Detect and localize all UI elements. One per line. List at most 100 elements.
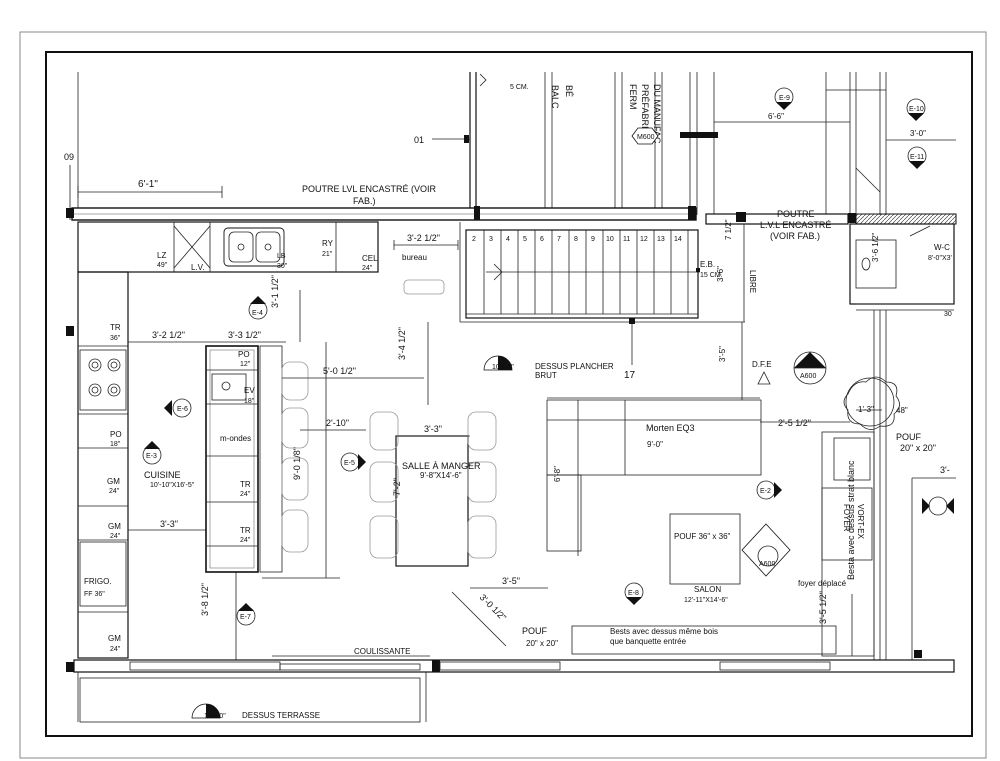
stair-step-11: 11 xyxy=(623,236,630,243)
dfe-label: D.F.E xyxy=(752,360,772,369)
double-sink xyxy=(223,227,285,267)
fridge xyxy=(79,541,127,607)
stair-step-9: 9 xyxy=(591,236,595,243)
beam-right-line2: L.V.L ENCASTRÉ xyxy=(760,220,831,230)
besta-right-label: Besta avec dessus strat blanc xyxy=(846,460,856,580)
bottom-wall: COULISSANTE 100'-0" DESSUS TERRASSE xyxy=(66,647,955,723)
truss-label-1: FERM xyxy=(628,84,638,110)
elevation-tag-e11: E-11 xyxy=(907,146,927,169)
stair-step-14: 14 xyxy=(674,236,682,243)
kitchen-island: PO 12" EV 18" m-ondes TR 24" TR 24" 5'-0… xyxy=(205,342,424,579)
dessus-label-2: BRUT xyxy=(535,371,557,380)
section-a600-tag: A600 xyxy=(800,373,816,380)
beam-wall: POUTRE L.V.L ENCASTRÉ (VOIR FAB.) xyxy=(66,206,957,241)
dim-3-3: 3'-3" xyxy=(424,424,442,434)
wc-room: W-C 8'-0"X3' 3'-6 1/2" 30 xyxy=(849,223,955,660)
besta-label-2: que banquette entrée xyxy=(610,637,687,646)
bureau-area: 3'-2 1/2" bureau xyxy=(393,233,459,295)
besta-cabinet xyxy=(571,625,837,655)
elevation-tag-e10: E-10 xyxy=(906,98,926,121)
fridge-size: FF 36" xyxy=(84,591,105,598)
eb-label: E.B. xyxy=(700,260,715,269)
ry-label: RY xyxy=(322,239,334,248)
dim-48: 48" xyxy=(896,406,908,415)
pouf-bottom-size: 20" x 20" xyxy=(526,639,558,648)
ev-size: 18" xyxy=(244,398,255,405)
dim-3-0-top: 3'-0" xyxy=(910,129,926,138)
kitchen-dimensions: 3'-2 1/2" 3'-3 1/2" 3'-1 1/2" 3'-3" 3'-8… xyxy=(128,275,301,660)
dim-3-4-half: 3'-4 1/2" xyxy=(397,327,407,360)
sofa-morten xyxy=(546,399,762,476)
elevation-tag-e2: E-2 xyxy=(756,480,782,500)
fireplace-unit xyxy=(821,487,873,561)
elevation-tag-e1 xyxy=(922,496,954,516)
dim-2-5-half: 2'-5 1/2" xyxy=(778,418,811,428)
kitchen-left-counter: TR 36" PO 18" GM 24" GM 24" FRIGO. FF 36… xyxy=(66,271,129,659)
dim-3-5-half: 3'-5 1/2" xyxy=(818,591,828,624)
balcony-label: BALC xyxy=(550,85,560,109)
pouf-right-label: POUF xyxy=(896,432,922,442)
tr24b-size: 24" xyxy=(240,537,251,544)
microwave-label: m-ondes xyxy=(220,434,251,443)
gm24b-size: 24" xyxy=(110,533,121,540)
truss-label-2: PRÉFABRI xyxy=(640,84,650,129)
fridge-label: FRIGO. xyxy=(84,577,112,586)
svg-text:E-10: E-10 xyxy=(909,106,924,113)
lb-label: LB xyxy=(277,253,286,260)
stair-step-4: 4 xyxy=(506,236,510,243)
elevation-tag-e4: E-4 xyxy=(248,296,268,320)
m600-tag xyxy=(631,127,659,145)
cooktop xyxy=(79,349,127,411)
dim-3-3b: 3'-3" xyxy=(160,519,178,529)
stair-step-6: 6 xyxy=(540,236,544,243)
dim-3-8-half: 3'-8 1/2" xyxy=(200,583,210,616)
fireplace-label-2: VORT-EX xyxy=(856,504,865,540)
salon-name: SALON xyxy=(694,585,721,594)
dining-name: SALLE À MANGER xyxy=(402,461,481,471)
lb-size: 30" xyxy=(277,263,288,270)
stair-step-10: 10 xyxy=(606,236,614,243)
stair-count-17: 17 xyxy=(624,370,636,381)
kitchen-name: CUISINE xyxy=(144,470,181,480)
living-area: Morten EQ3 9'-0" 6'-8" 3'-5" D.F.E 2 A60… xyxy=(451,322,847,655)
dim-9-0-left: 9'-0 1/8" xyxy=(292,447,302,480)
pouf-right-size: 20" x 20" xyxy=(900,443,936,453)
lz-label: LZ xyxy=(157,251,166,260)
pouf-bottom-label: POUF xyxy=(522,626,548,636)
gm24c-label: GM xyxy=(108,634,121,643)
elevation-tag-e6: E-6 xyxy=(164,398,192,418)
m600-label: M600 xyxy=(637,134,655,141)
svg-text:E-7: E-7 xyxy=(240,614,251,621)
stair-step-5: 5 xyxy=(523,236,527,243)
dim-3-2-half-top: 3'-2 1/2" xyxy=(407,233,440,243)
dim-3-6-half: 3'-6 1/2" xyxy=(871,233,880,262)
po12-label: PO xyxy=(238,350,250,359)
elevation-tag-e3: E-3 xyxy=(142,441,162,465)
dim-7-half: 7 1/2" xyxy=(724,219,733,240)
stair-step-3: 3 xyxy=(489,236,493,243)
pouf-center-label: POUF 36" x 36" xyxy=(674,532,731,541)
balcony-label-2: BÉ xyxy=(564,85,574,97)
svg-text:E-2: E-2 xyxy=(760,488,771,495)
dim-2-10: 2'-10" xyxy=(326,418,349,428)
ry-size: 21" xyxy=(322,251,333,258)
besta-label-1: Bests avec dessus même bois xyxy=(610,627,718,636)
dim-6-8: 6'-8" xyxy=(553,466,562,482)
pouf-center xyxy=(669,513,741,585)
dim-3-5b: 3'-5" xyxy=(502,576,520,586)
svg-text:E-5: E-5 xyxy=(344,460,355,467)
svg-text:E-11: E-11 xyxy=(910,154,924,161)
svg-text:E-4: E-4 xyxy=(252,310,263,317)
dim-3-3-half: 3'-3 1/2" xyxy=(228,330,261,340)
po12-size: 12" xyxy=(240,361,251,368)
lv-label: L.V. xyxy=(191,263,205,272)
dim-9-0: 9'-0" xyxy=(647,440,663,449)
dim-3-6: 3'-6" xyxy=(716,266,725,282)
stair-step-8: 8 xyxy=(574,236,578,243)
right-side: 2'-5 1/2" 1'-3" 48" POUF 20" x 20" FOYER… xyxy=(760,376,956,660)
dim-7-2: 7'-2" xyxy=(392,478,402,496)
bureau-label: bureau xyxy=(402,253,427,262)
cel-size: 24" xyxy=(362,265,373,272)
plant-circle xyxy=(845,377,895,427)
tr24a-size: 24" xyxy=(240,491,251,498)
